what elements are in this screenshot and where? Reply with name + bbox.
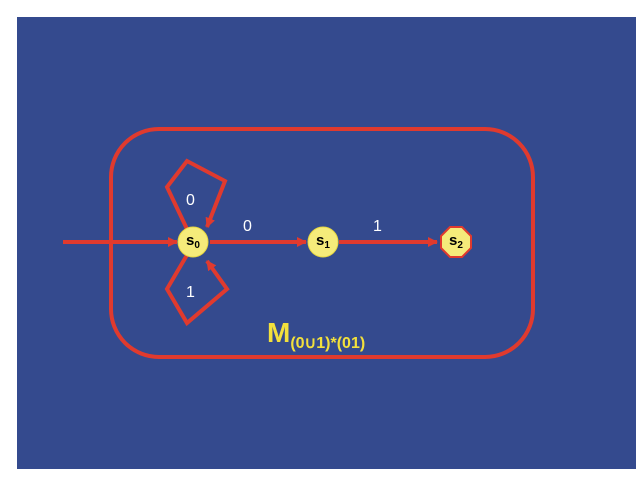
state-s0: s0 (177, 226, 209, 258)
state-s1: s1 (307, 226, 339, 258)
self-loop-bottom (164, 253, 230, 327)
machine-label: M(0∪1)*(01) (267, 317, 365, 352)
state-s1-label: s1 (316, 232, 330, 251)
state-s2-octagon (440, 226, 472, 258)
edge-s1-s2-label: 1 (373, 218, 382, 235)
state-s0-label: s0 (186, 232, 200, 251)
self-loop-top-label: 0 (186, 192, 195, 209)
self-loop-top (164, 158, 228, 230)
self-loop-bottom-label: 1 (186, 284, 195, 301)
automaton-diagram: 0 1 0 1 s0 s1 s2 M(0∪1)*(01) (63, 127, 535, 359)
state-s2: s2 (440, 226, 472, 258)
slide-background: 0 1 0 1 s0 s1 s2 M(0∪1)*(01) (17, 17, 636, 469)
state-s2-label: s2 (449, 232, 463, 251)
edge-s0-s1-label: 0 (243, 218, 252, 235)
